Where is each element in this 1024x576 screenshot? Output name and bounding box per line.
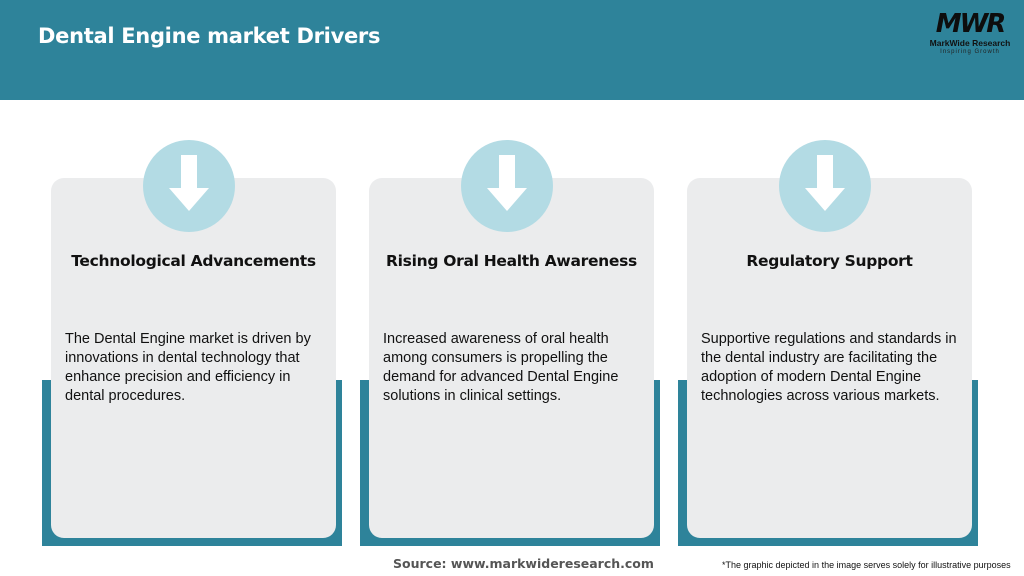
driver-description: The Dental Engine market is driven by in… bbox=[65, 331, 311, 404]
down-arrow-icon bbox=[487, 155, 527, 211]
icon-circle bbox=[779, 140, 871, 232]
driver-column-2: Rising Oral Health Awareness Increased a… bbox=[360, 140, 660, 550]
source-note: Source: www.markwideresearch.com bbox=[393, 556, 654, 571]
driver-title: Technological Advancements bbox=[71, 252, 316, 270]
driver-description: Increased awareness of oral health among… bbox=[383, 331, 619, 404]
driver-column-1: Technological Advancements The Dental En… bbox=[42, 140, 342, 550]
driver-card bbox=[51, 178, 336, 538]
down-arrow-icon bbox=[805, 155, 845, 211]
page-title: Dental Engine market Drivers bbox=[38, 24, 381, 48]
driver-title: Regulatory Support bbox=[746, 252, 913, 270]
driver-description: Supportive regulations and standards in … bbox=[701, 331, 957, 404]
logo-mark: MWR bbox=[935, 9, 1007, 39]
driver-title: Rising Oral Health Awareness bbox=[386, 252, 637, 270]
driver-column-3: Regulatory Support Supportive regulation… bbox=[678, 140, 978, 550]
icon-circle bbox=[143, 140, 235, 232]
header-banner: Dental Engine market Drivers MWR MarkWid… bbox=[0, 0, 1024, 100]
brand-logo: MWR MarkWide Research Inspiring Growth bbox=[924, 10, 1016, 58]
disclaimer-note: *The graphic depicted in the image serve… bbox=[722, 560, 1011, 570]
icon-circle bbox=[461, 140, 553, 232]
logo-name: MarkWide Research bbox=[929, 38, 1011, 48]
driver-card bbox=[369, 178, 654, 538]
down-arrow-icon bbox=[169, 155, 209, 211]
driver-card bbox=[687, 178, 972, 538]
logo-tagline: Inspiring Growth bbox=[940, 49, 1000, 55]
